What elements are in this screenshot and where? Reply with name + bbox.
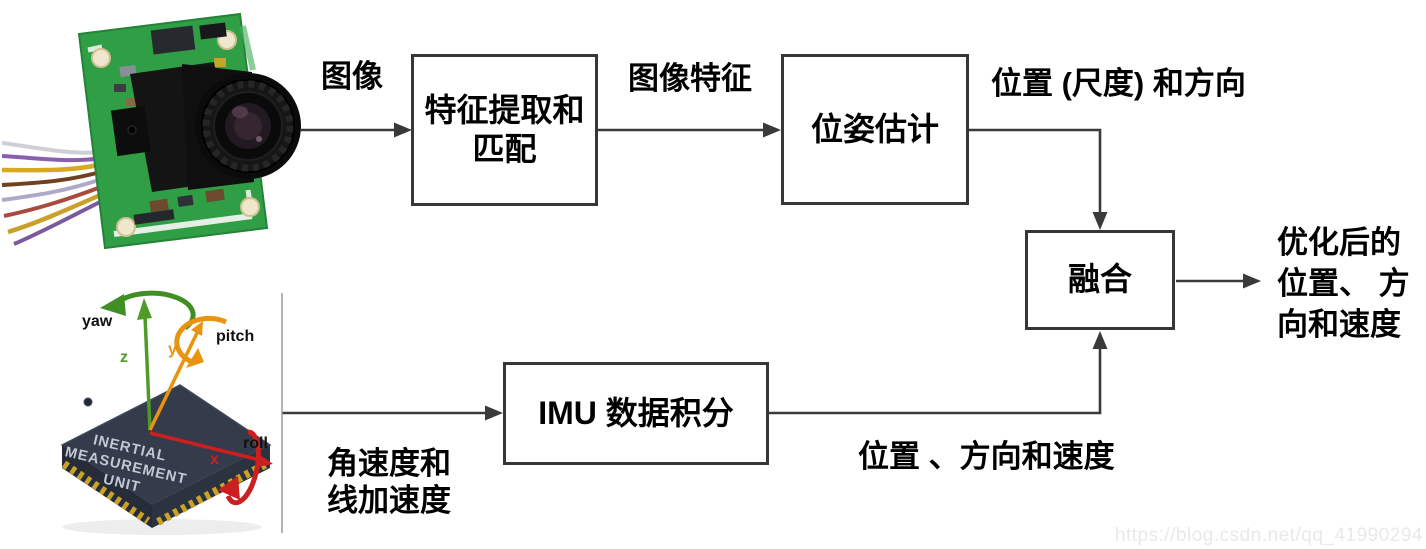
- arrowhead: [1243, 273, 1261, 289]
- arrowhead: [1092, 212, 1108, 230]
- chip-shadow: [62, 519, 262, 535]
- imu-axes: [100, 290, 273, 506]
- label-image-features: 图像特征: [628, 61, 752, 96]
- label-image: 图像: [321, 59, 383, 94]
- x-axis-label: x: [210, 451, 219, 468]
- camera-wires: [2, 141, 109, 246]
- z-arrowhead: [137, 298, 152, 320]
- arrow-integration-to-fusion: [769, 348, 1102, 415]
- arrowhead: [394, 122, 412, 138]
- z-axis: [143, 315, 152, 431]
- yaw-label: yaw: [82, 313, 113, 330]
- label-imu-input: 角速度和 线加速度: [327, 446, 451, 518]
- label-imu-output: 位置 、方向和速度: [858, 439, 1115, 474]
- y-axis-label: y: [168, 341, 177, 358]
- roll-arrowhead: [218, 476, 240, 500]
- imu-axis-labels: yaw pitch roll z y x: [82, 313, 268, 468]
- pose-estimation-box: 位姿估计: [781, 54, 969, 205]
- x-arrowhead: [258, 455, 273, 467]
- arrowhead: [485, 405, 503, 421]
- label-pose-output: 位置 (尺度) 和方向: [991, 66, 1246, 101]
- yaw-arrowhead: [100, 294, 126, 316]
- arrowhead: [1092, 331, 1108, 349]
- fusion-box: 融合: [1025, 230, 1175, 330]
- csdn-watermark: https://blog.csdn.net/qq_41990294: [1114, 525, 1423, 546]
- pitch-label: pitch: [216, 328, 254, 345]
- arrow-pose-to-fusion: [969, 128, 1102, 214]
- roll-arc: [225, 429, 261, 506]
- imu-chip: [60, 384, 272, 528]
- imu-photo: INERTIAL MEASUREMENT UNIT yaw: [60, 290, 273, 535]
- camera-components: [114, 22, 227, 225]
- label-fused-output: 优化后的 位置、 方 向和速度: [1277, 225, 1410, 342]
- pitch-arrowhead: [186, 348, 204, 368]
- camera-photo: [2, 12, 301, 250]
- imu-integration-box: IMU 数据积分: [503, 362, 769, 465]
- arrowhead: [763, 122, 781, 138]
- camera-lens: [195, 73, 301, 179]
- pitch-arc: [174, 315, 228, 365]
- feature-extraction-box: 特征提取和 匹配: [411, 54, 598, 206]
- y-arrowhead: [191, 321, 203, 336]
- z-axis-label: z: [120, 349, 128, 366]
- y-axis: [148, 332, 199, 431]
- roll-label: roll: [243, 435, 268, 452]
- x-axis: [149, 431, 261, 462]
